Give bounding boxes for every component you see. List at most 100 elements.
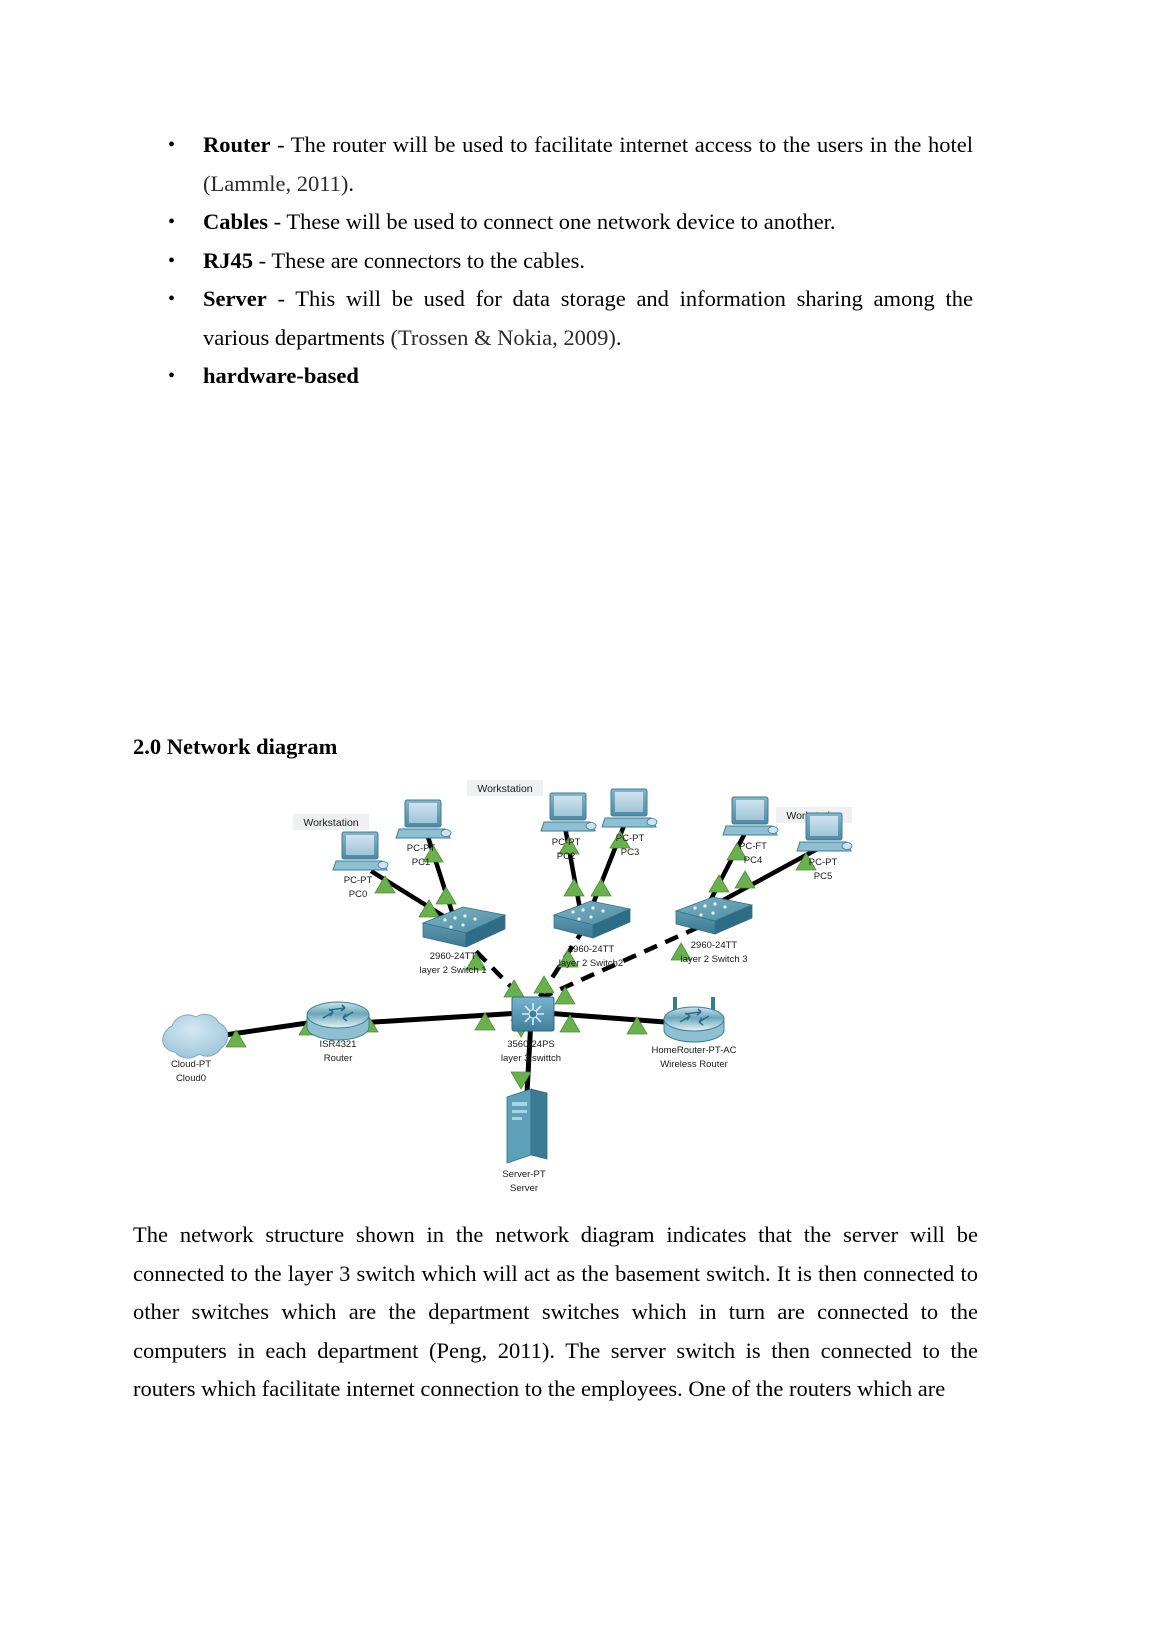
list-item-term: Cables (203, 209, 269, 234)
device-model-label: PC-FT (739, 841, 767, 852)
list-item-citation: (Trossen & Nokia, 2009) (390, 324, 616, 350)
bullet-glyph: • (168, 249, 176, 272)
device-wireless-router[interactable]: HomeRouter-PT-AC Wireless Router (652, 997, 737, 1070)
device-model-label: 2960-24TT (691, 940, 738, 951)
annotation-workstation-center: Workstation (477, 783, 532, 795)
device-name-label: layer 3 swittch (501, 1053, 561, 1064)
device-switch-3[interactable]: 2960-24TT layer 2 Switch 3 (674, 896, 754, 965)
bullet-glyph: • (168, 365, 176, 387)
list-item-text: These are connectors to the cables. (271, 247, 585, 273)
device-cloud[interactable]: Cloud-PT Cloud0 (162, 1013, 229, 1084)
list-item-separator: - (270, 132, 291, 157)
link-sw3-l3sw (542, 924, 700, 1000)
bullet-glyph: • (168, 211, 176, 233)
link-status-arrow (559, 1014, 581, 1033)
pc-icon (395, 799, 452, 839)
device-model-label: 2960-24TT (568, 944, 615, 955)
list-item-tail: . (615, 324, 622, 350)
link-status-arrow (510, 1071, 532, 1090)
device-name-label: layer 2 Switch 1 (419, 965, 486, 976)
link-status-arrow (533, 975, 555, 994)
list-item-term: RJ45 (203, 247, 253, 273)
bullet-glyph: • (168, 288, 176, 310)
device-name-label: layer 2 Switch 3 (680, 954, 747, 965)
device-switch-1[interactable]: 2960-24TT layer 2 Switch 1 (419, 906, 507, 976)
body-paragraph: The network structure shown in the netwo… (133, 1222, 978, 1401)
pc-icon (722, 796, 779, 836)
pc-icon (540, 792, 597, 832)
device-model-label: Cloud-PT (171, 1059, 211, 1070)
device-name-label: PC5 (814, 871, 832, 882)
link-pc4-sw3 (705, 831, 748, 907)
pc-icon (796, 812, 853, 852)
requirements-bullet-list: • Router - The router will be used to fa… (133, 126, 973, 396)
list-item: • hardware-based (133, 357, 973, 396)
list-item-separator: - (268, 209, 287, 234)
list-item: • Router - The router will be used to fa… (133, 126, 973, 203)
device-model-label: PC-PT (809, 857, 838, 868)
server-icon (506, 1088, 548, 1164)
link-status-arrow (503, 979, 525, 998)
list-item-citation: (Lammle, 2011) (203, 170, 349, 196)
link-status-arrow (465, 952, 487, 971)
cloud-icon (162, 1013, 229, 1059)
device-name-label: PC1 (412, 857, 430, 868)
link-cloud-router (210, 1018, 322, 1040)
link-status-arrow (670, 942, 692, 961)
list-item: • Server - This will be used for data st… (133, 280, 973, 357)
list-item-term: Router (203, 132, 271, 157)
device-layer3-switch[interactable]: 3560-24PS layer 3 swittch (501, 996, 561, 1064)
device-model-label: PC-PT (552, 837, 581, 848)
network-diagram: Workstation Workstation Workstation PC-P… (133, 775, 1013, 1200)
link-status-arrows (225, 830, 817, 1090)
link-router-l3sw (357, 1010, 522, 1026)
link-status-arrow (563, 878, 585, 897)
device-name-label: Wireless Router (660, 1059, 728, 1070)
device-pc2[interactable]: PC-PT PC2 (540, 792, 597, 862)
link-status-arrow (609, 830, 631, 849)
device-pc5[interactable]: PC-PT PC5 (796, 812, 853, 882)
link-status-arrow (590, 878, 612, 897)
device-model-label: PC-PT (407, 843, 436, 854)
device-model-label: PC-PT (344, 875, 373, 886)
link-status-arrow (418, 899, 440, 918)
device-model-label: 2960-24TT (430, 951, 477, 962)
list-item-separator: - (253, 247, 272, 273)
link-status-arrow (554, 986, 576, 1005)
device-router[interactable]: ISR4321 Router (306, 1001, 370, 1064)
annotation-workstation-left: Workstation (303, 817, 358, 829)
list-item-term: hardware-based (203, 363, 359, 388)
wireless-router-icon (663, 997, 725, 1043)
device-model-label: PC-PT (616, 833, 645, 844)
device-server[interactable]: Server-PT Server (502, 1088, 548, 1194)
list-item-text: This will be used for data storage and i… (203, 286, 973, 350)
link-status-arrow (795, 852, 817, 871)
link-status-arrow (557, 949, 579, 968)
workstation-label-bg (467, 780, 543, 796)
device-pc0[interactable]: PC-PT PC0 (332, 831, 389, 900)
device-pc1[interactable]: PC-PT PC1 (395, 799, 452, 868)
link-status-arrow (558, 836, 580, 855)
device-model-label: HomeRouter-PT-AC (652, 1045, 737, 1056)
router-icon (306, 1001, 370, 1041)
device-model-label: Server-PT (502, 1169, 545, 1180)
list-item-text: The router will be used to facilitate in… (290, 132, 973, 157)
device-name-label: Router (324, 1053, 353, 1064)
switch-icon (674, 896, 754, 935)
link-status-arrow (726, 842, 748, 861)
list-item-separator: - (266, 286, 296, 311)
device-pc3[interactable]: PC-PT PC3 (601, 788, 658, 858)
list-item: • Cables - These will be used to connect… (133, 203, 973, 242)
link-status-arrow (374, 875, 396, 894)
pc-icon (601, 788, 658, 828)
device-name-label: Cloud0 (176, 1073, 206, 1084)
device-switch-2[interactable]: 2960-24TT layer 2 Switch2 (552, 900, 632, 969)
link-status-arrow (435, 886, 457, 905)
link-status-arrow (734, 870, 756, 889)
switch-icon (552, 900, 632, 939)
device-pc4[interactable]: PC-FT PC4 (722, 796, 779, 866)
device-name-label: layer 2 Switch2 (559, 958, 623, 969)
page-title: 2.0 Network diagram (133, 734, 338, 759)
link-status-arrow (708, 874, 730, 893)
